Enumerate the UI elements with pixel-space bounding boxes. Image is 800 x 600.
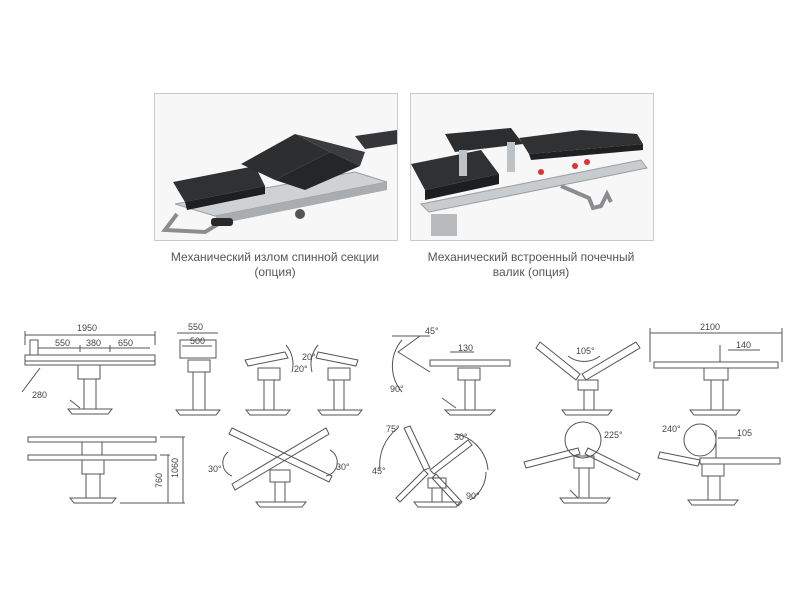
diagram-head-section-angles: 45° 130 90° <box>390 326 511 416</box>
dim-head-section: 550 <box>55 338 70 348</box>
dim-offset-280: 280 <box>32 390 47 400</box>
dim-height-760: 760 <box>154 473 164 488</box>
caption-kidney-roll: Механический встроенный почечный валик (… <box>406 250 656 280</box>
dim-angle-90: 90° <box>390 384 404 394</box>
diagram-trendelenburg: 30° 30° <box>208 427 350 508</box>
dim-len-2100: 2100 <box>700 322 720 332</box>
caption-kidney-roll-line2: валик (опция) <box>492 265 570 279</box>
dim-angle-45-low: 45° <box>372 466 386 476</box>
dim-angle-30-back: 30° <box>454 432 468 442</box>
diagram-multi-angle: 75° 30° 45° 90° <box>372 424 489 508</box>
dim-total-length: 1950 <box>77 323 97 333</box>
dim-angle-90-low: 90° <box>466 491 480 501</box>
diagram-end-width: 550 500 <box>174 322 222 416</box>
dim-seat-section: 650 <box>118 338 133 348</box>
photo-kidney-roll <box>410 93 654 241</box>
dim-len-105: 105 <box>737 428 752 438</box>
diagram-side-dimensions: 1950 550 380 650 280 <box>21 323 156 415</box>
dim-angle-225: 225° <box>604 430 623 440</box>
dim-len-140: 140 <box>736 340 751 350</box>
diagram-lateral-tilt: 20° 20° <box>244 344 364 416</box>
dim-tilt-30-right: 30° <box>336 462 350 472</box>
diagram-flex-225: 225° <box>523 421 641 504</box>
dim-width-inner: 500 <box>190 336 205 346</box>
dim-tilt-20-left: 20° <box>302 352 316 362</box>
dim-len-130: 130 <box>458 343 473 353</box>
diagram-heights: 760 1060 <box>27 436 185 504</box>
diagram-extended-length: 2100 140 <box>649 322 783 416</box>
dim-angle-105: 105° <box>576 346 595 356</box>
caption-back-break: Механический излом спинной секции (опция… <box>154 250 396 280</box>
dim-height-1060: 1060 <box>170 458 180 478</box>
dim-angle-240: 240° <box>662 424 681 434</box>
dim-tilt-30-left: 30° <box>208 464 222 474</box>
dim-back-section: 380 <box>86 338 101 348</box>
caption-back-break-line1: Механический излом спинной секции <box>170 250 380 264</box>
dim-tilt-20-right: 20° <box>294 364 308 374</box>
diagram-back-break: 105° <box>535 341 641 416</box>
diagram-reflex-240: 240° 105 <box>657 423 781 506</box>
caption-kidney-roll-line1: Механический встроенный почечный <box>427 250 635 264</box>
photo-back-section-break <box>154 93 398 241</box>
dim-width-outer: 550 <box>188 322 203 332</box>
dim-angle-75: 75° <box>386 424 400 434</box>
caption-back-break-line2: (опция) <box>254 265 296 279</box>
dim-angle-45-top: 45° <box>425 326 439 336</box>
